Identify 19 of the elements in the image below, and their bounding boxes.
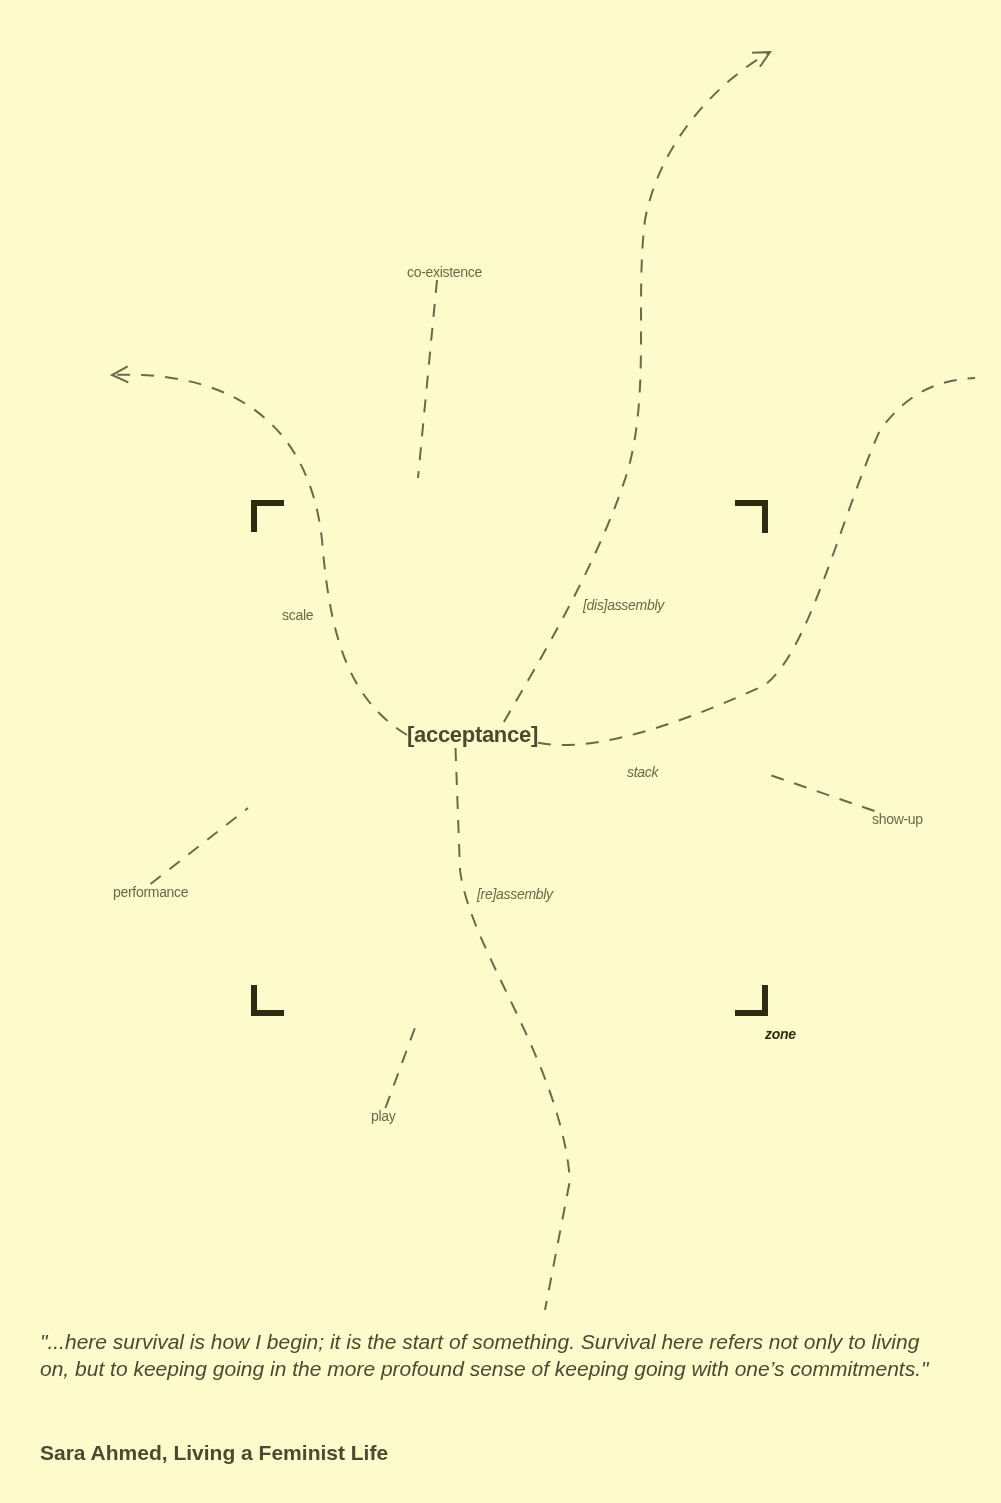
term-label: play bbox=[371, 1108, 396, 1124]
leader-line bbox=[149, 807, 249, 885]
term-label: show-up bbox=[872, 811, 923, 827]
dashed-line bbox=[454, 747, 571, 1311]
dashed-arrow bbox=[111, 366, 408, 736]
central-term: [acceptance] bbox=[407, 722, 538, 748]
leader-line bbox=[769, 774, 876, 812]
leader-line bbox=[417, 279, 438, 479]
dashed-arrow bbox=[502, 51, 771, 723]
edge-label: stack bbox=[627, 764, 659, 780]
edge-label: scale bbox=[282, 607, 314, 623]
term-label: co-existence bbox=[407, 264, 482, 280]
edge-label: [dis]assembly bbox=[583, 597, 664, 613]
quote-text: "...here survival is how I begin; it is the start of something. Survival here refers not only to living on, but to keeping going in the more profound sense of keeping going with one’s commitments." bbox=[40, 1329, 930, 1382]
zone-label: zone bbox=[765, 1026, 796, 1042]
attribution-text: Sara Ahmed, Living a Feminist Life bbox=[40, 1441, 389, 1465]
term-label: performance bbox=[113, 884, 189, 900]
dashed-line bbox=[537, 377, 976, 746]
edge-label: [re]assembly bbox=[477, 886, 553, 902]
